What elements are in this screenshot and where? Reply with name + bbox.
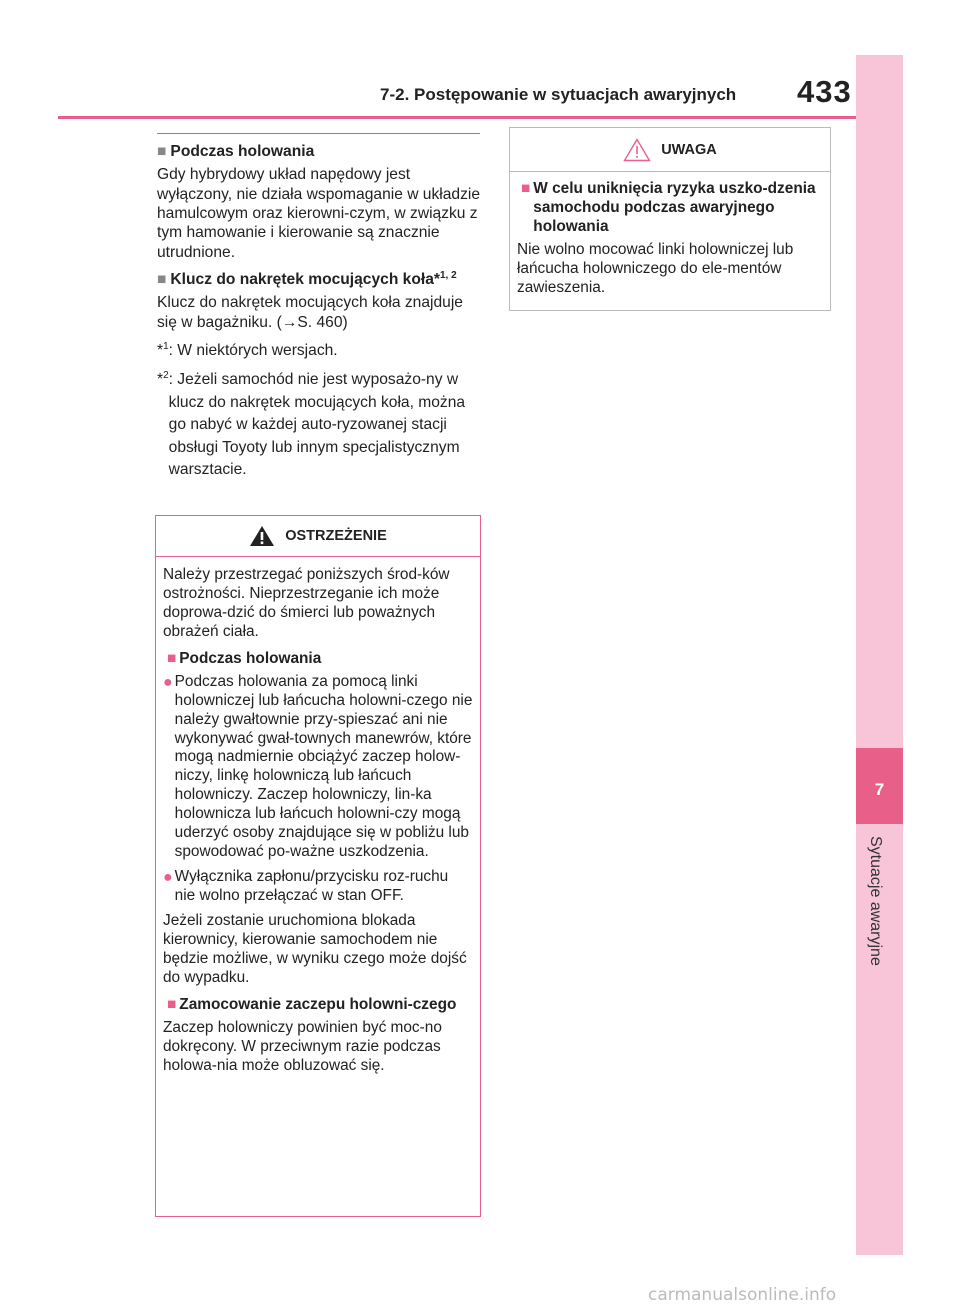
section-title: 7-2. Postępowanie w sytuacjach awaryjnyc… xyxy=(380,85,737,104)
caution-box: UWAGA ■ W celu uniknięcia ryzyka uszko-d… xyxy=(509,127,831,311)
chapter-number: 7 xyxy=(856,748,903,824)
footnote-2: *2 : Jeżeli samochód nie jest wyposażo-n… xyxy=(157,369,466,479)
caution-header: UWAGA xyxy=(510,128,830,172)
towing-text: Gdy hybrydowy układ napędowy jest wyłącz… xyxy=(157,166,481,261)
chapter-tab xyxy=(856,55,903,1255)
warning-bullet-2: ● Wyłącznika zapłonu/przycisku roz-ruchu… xyxy=(163,868,449,904)
caution-body: ■ W celu uniknięcia ryzyka uszko-dzenia … xyxy=(510,172,830,298)
wrench-heading: ■ Klucz do nakrętek mocujących koła*1, 2 xyxy=(157,269,457,289)
warning-intro: Należy przestrzegać poniższych środ-ków … xyxy=(163,566,450,640)
towing-heading: ■ Podczas holowania xyxy=(157,143,315,160)
warning-header: OSTRZEŻENIE xyxy=(156,516,480,557)
square-icon: ■ xyxy=(521,180,531,197)
watermark: carmanualsonline.info xyxy=(648,1285,837,1305)
wrench-text: Klucz do nakrętek mocujących koła znajdu… xyxy=(157,294,463,331)
column-divider xyxy=(157,133,480,134)
warning-title: OSTRZEŻENIE xyxy=(285,528,387,544)
warning-subheading-towing: ■ Podczas holowania xyxy=(167,649,322,667)
dot-icon: ● xyxy=(163,673,173,691)
header-divider xyxy=(58,116,856,119)
square-icon: ■ xyxy=(167,649,177,667)
warning-steering-text: Jeżeli zostanie uruchomiona blokada kier… xyxy=(163,911,467,986)
warning-subheading-hook: ■ Zamocowanie zaczepu holowni-czego xyxy=(167,995,457,1013)
caution-title: UWAGA xyxy=(661,141,717,158)
square-icon: ■ xyxy=(157,143,167,160)
warning-box: OSTRZEŻENIE Należy przestrzegać poniższy… xyxy=(155,515,481,1217)
square-icon: ■ xyxy=(157,270,167,288)
warning-body: Należy przestrzegać poniższych środ-ków … xyxy=(156,557,480,1075)
square-icon: ■ xyxy=(167,995,177,1013)
chapter-label: Sytuacje awaryjne xyxy=(867,836,884,966)
footnote-1: *1 : W niektórych wersjach. xyxy=(157,341,338,360)
warning-bullet-1: ● Podczas holowania za pomocą linki holo… xyxy=(163,672,473,861)
caution-triangle-icon xyxy=(623,137,651,161)
warning-triangle-icon xyxy=(250,526,275,546)
caution-subheading: ■ W celu uniknięcia ryzyka uszko-dzenia … xyxy=(521,180,816,235)
page-number: 433 xyxy=(797,74,852,109)
dot-icon: ● xyxy=(163,869,173,887)
left-column: ■ Podczas holowania Gdy hybrydowy układ … xyxy=(157,133,480,488)
warning-hook-text: Zaczep holowniczy powinien być moc-no do… xyxy=(163,1018,442,1074)
caution-text: Nie wolno mocować linki holowniczej lub … xyxy=(517,240,794,296)
